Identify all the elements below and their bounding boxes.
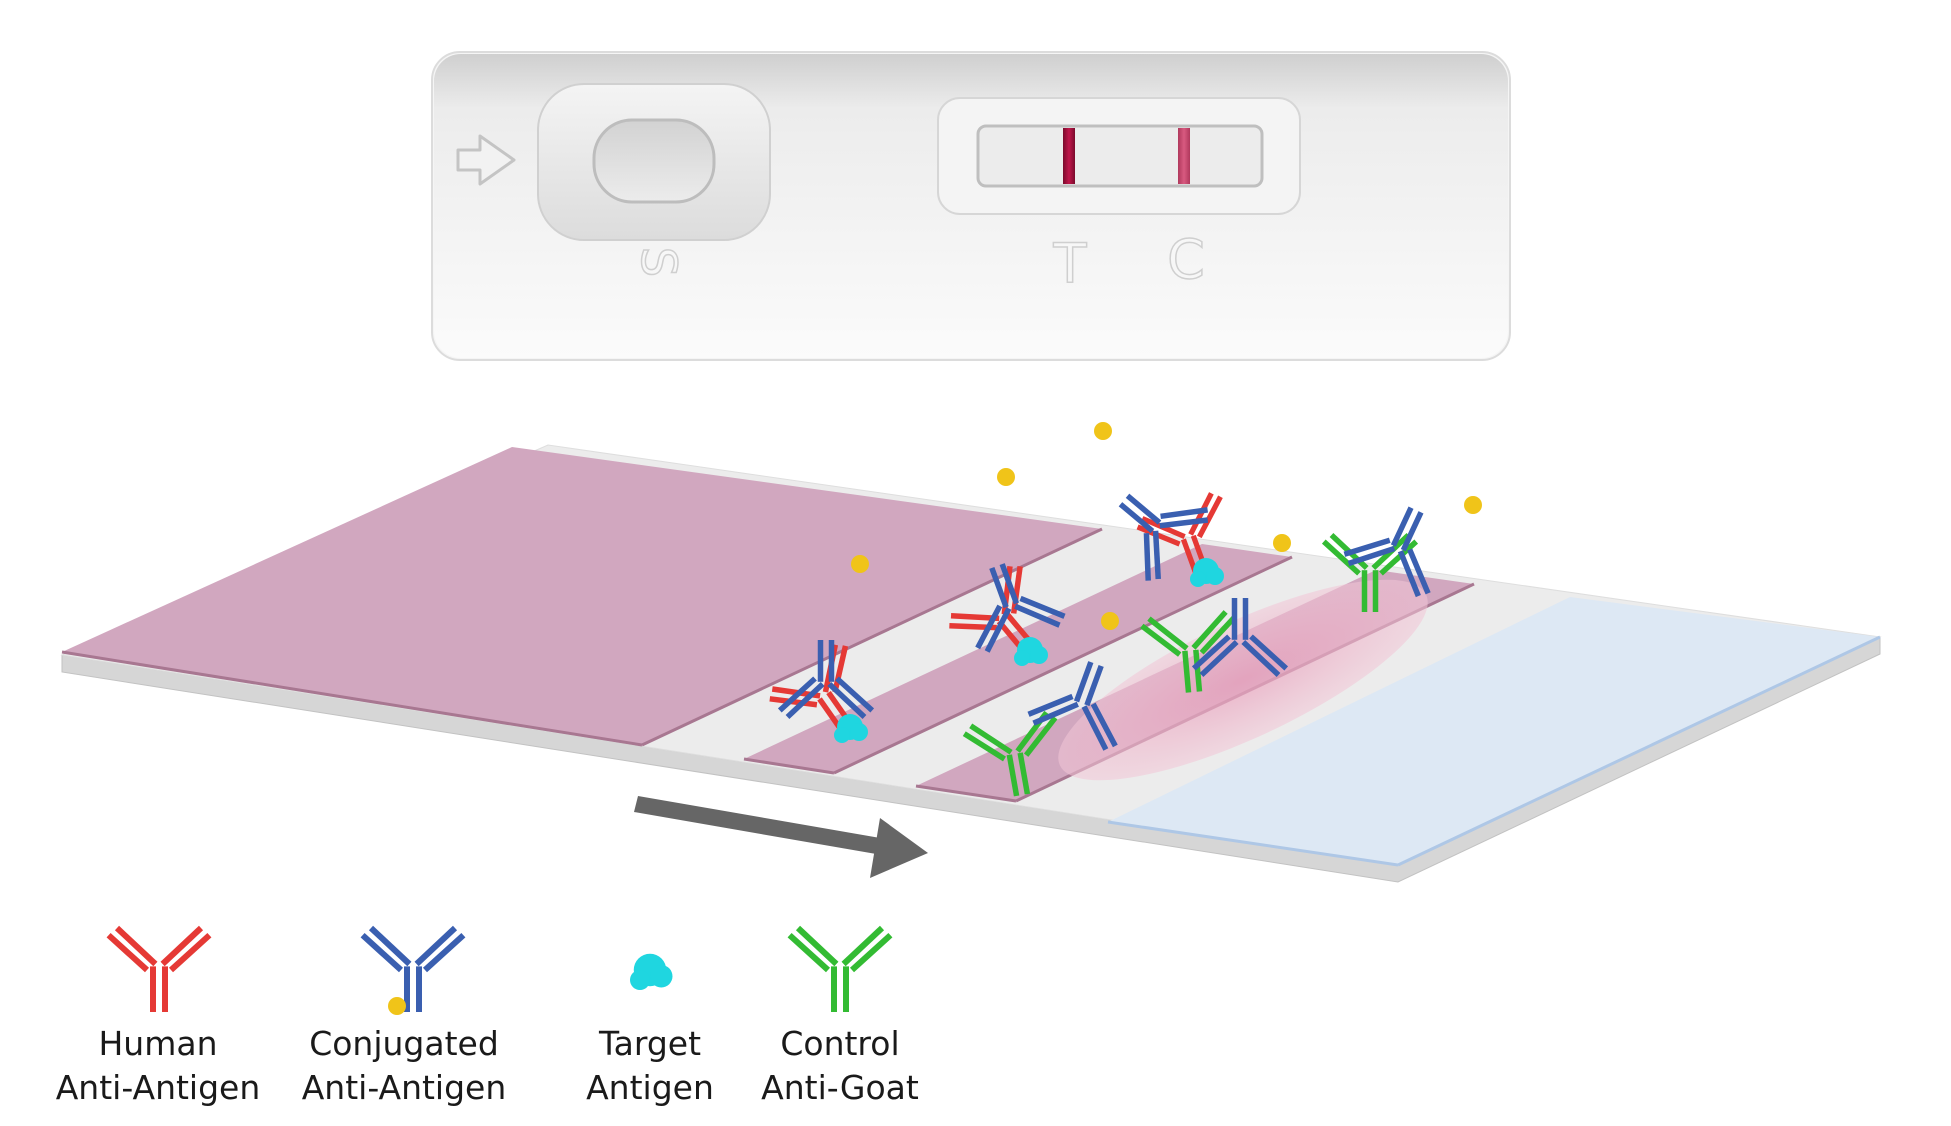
legend-label-line2: Antigen: [586, 1068, 714, 1107]
absorbent-pad: [1108, 597, 1880, 865]
legend-label-line1: Conjugated: [309, 1024, 499, 1063]
arrow-indicator-icon: [456, 134, 516, 186]
control-line: [1178, 128, 1190, 184]
legend-label-line2: Anti-Antigen: [301, 1068, 507, 1107]
legend-label-line2: Anti-Antigen: [55, 1068, 261, 1107]
legend-label-line1: Control: [780, 1024, 900, 1063]
test-cassette: S T C: [431, 51, 1511, 361]
test-line: [1063, 128, 1075, 184]
legend-label-line1: Human: [98, 1024, 218, 1063]
flow-direction-arrow-icon: [634, 796, 928, 878]
legend-label-line2: Anti-Goat: [761, 1068, 919, 1107]
legend: [109, 928, 891, 1015]
test-line-label: T: [1053, 232, 1088, 295]
legend-label-line1: Target: [598, 1024, 702, 1063]
legend-label-human-anti-antigen: Human Anti-Antigen: [28, 1022, 288, 1110]
legend-blue-conjugated-antibody-icon: [363, 928, 464, 1015]
sample-port: [537, 83, 771, 241]
legend-red-antibody-icon: [109, 928, 210, 1012]
result-window: [937, 97, 1301, 215]
legend-cyan-antigen-icon: [630, 953, 673, 990]
legend-green-antibody-icon: [790, 928, 891, 1012]
sample-port-label: S: [630, 247, 686, 277]
legend-label-control-anti-goat: Control Anti-Goat: [710, 1022, 970, 1110]
control-line-label: C: [1167, 228, 1205, 291]
sample-pad: [62, 447, 1102, 745]
test-strip: [60, 444, 1882, 883]
legend-label-conjugated-anti-antigen: Conjugated Anti-Antigen: [274, 1022, 534, 1110]
binding-glow: [1058, 579, 1428, 781]
legend-label-target-antigen: Target Antigen: [520, 1022, 780, 1110]
